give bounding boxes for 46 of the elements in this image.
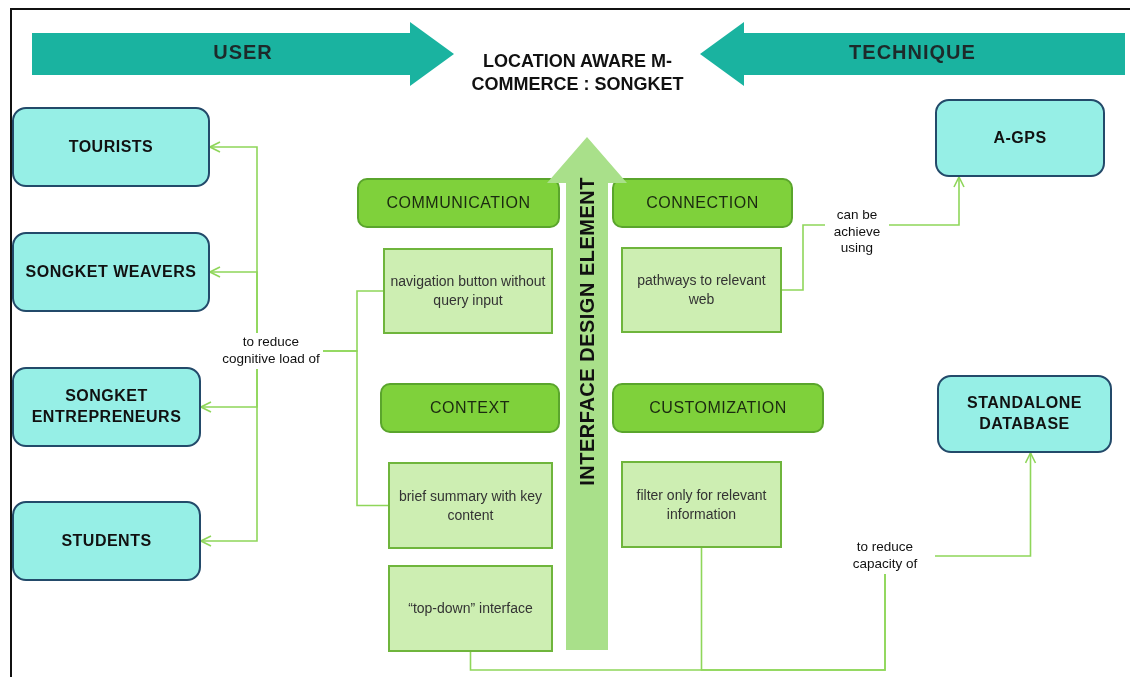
user-group-box [12, 367, 201, 447]
user-group-box [12, 232, 210, 312]
title-text: LOCATION AWARE M-COMMERCE : SONGKET [470, 49, 685, 96]
category-box [380, 383, 560, 433]
connector-label: can be achieve using [832, 206, 882, 258]
arrow [200, 368, 258, 547]
description-box [388, 462, 553, 549]
category-box [612, 178, 793, 228]
description-box [621, 461, 782, 548]
description-text: pathways to relevant web [636, 271, 767, 309]
user-group-box [935, 99, 1105, 177]
arrow-label: TECHNIQUE [849, 40, 976, 64]
arrow [934, 452, 1037, 557]
user-group-label: A-GPS [993, 127, 1047, 148]
description-text: filter only for relevant information [635, 485, 768, 524]
description-text: “top-down” interface [408, 599, 533, 618]
connector-label: to reduce capacity of [851, 539, 919, 573]
arrow-label: INTERFACE DESIGN ELEMENT [575, 177, 599, 486]
arrow [209, 266, 258, 334]
user-group-label: SONGKET WEAVERS [25, 261, 197, 282]
description-box [388, 565, 553, 652]
connector-label: to reduce cognitive load of [221, 334, 321, 368]
connector-line [469, 573, 886, 671]
user-group-box [12, 107, 210, 187]
user-group-label: STANDALONE DATABASE [966, 393, 1083, 434]
user-group-label: STUDENTS [61, 530, 152, 551]
description-text: brief summary with key content [397, 486, 544, 525]
user-group-label: TOURISTS [68, 136, 154, 157]
connector-line [781, 224, 826, 291]
block-arrow [32, 22, 454, 86]
description-box [383, 248, 553, 334]
connector-line [322, 350, 389, 507]
category-label: CONTEXT [430, 399, 510, 417]
user-group-label: SONGKET ENTREPRENEURS [30, 386, 183, 427]
category-label: CONNECTION [646, 194, 759, 212]
category-label: COMMUNICATION [386, 194, 531, 212]
block-arrow [700, 22, 1125, 86]
category-box [357, 178, 560, 228]
arrow-label: USER [213, 40, 273, 64]
arrow [888, 176, 965, 226]
user-group-box [937, 375, 1112, 453]
description-text: navigation button without query input [390, 272, 546, 310]
category-label: CUSTOMIZATION [649, 399, 787, 417]
description-box [621, 247, 782, 333]
category-box [612, 383, 824, 433]
user-group-box [12, 501, 201, 581]
